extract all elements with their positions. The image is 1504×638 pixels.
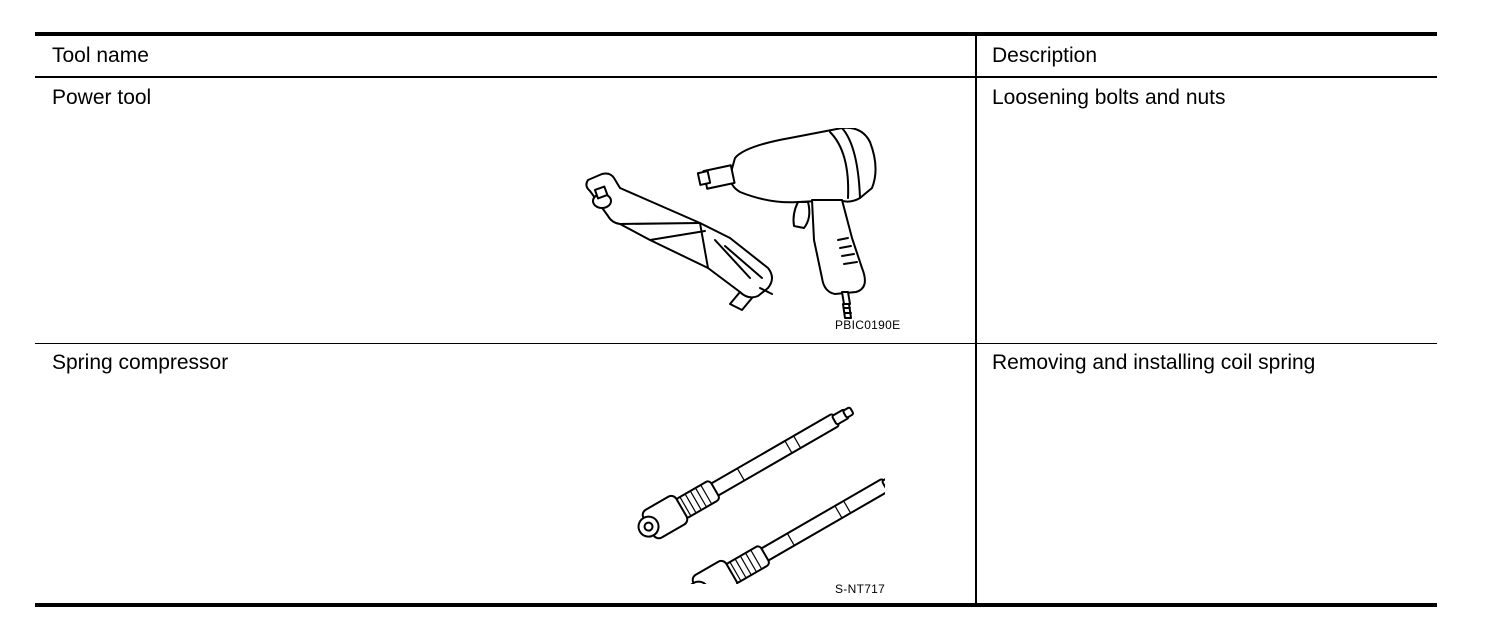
- figure-code: PBIC0190E: [835, 318, 901, 332]
- air-ratchet-wrench-icon: [585, 172, 773, 311]
- description-cell: Loosening bolts and nuts: [992, 86, 1226, 109]
- table-row: Spring compressor Removing and installin…: [35, 344, 1437, 607]
- power-tool-figure: [585, 128, 877, 319]
- column-divider: [975, 36, 977, 76]
- tool-name-cell: Spring compressor: [52, 351, 229, 374]
- column-divider: [975, 78, 977, 343]
- column-divider: [975, 344, 977, 607]
- tool-name-cell: Power tool: [52, 86, 152, 109]
- tool-table: Tool name Description Power tool Looseni…: [35, 32, 1437, 607]
- table-row: Power tool Loosening bolts and nuts: [35, 78, 1437, 344]
- figure-code: S-NT717: [835, 582, 886, 596]
- spring-compressor-icon: [637, 406, 885, 584]
- spring-compressor-figure: [637, 406, 885, 584]
- header-description: Description: [992, 44, 1098, 67]
- description-cell: Removing and installing coil spring: [992, 351, 1316, 374]
- table-header-row: Tool name Description: [35, 36, 1437, 78]
- header-tool-name: Tool name: [52, 44, 149, 67]
- impact-wrench-icon: [696, 128, 877, 319]
